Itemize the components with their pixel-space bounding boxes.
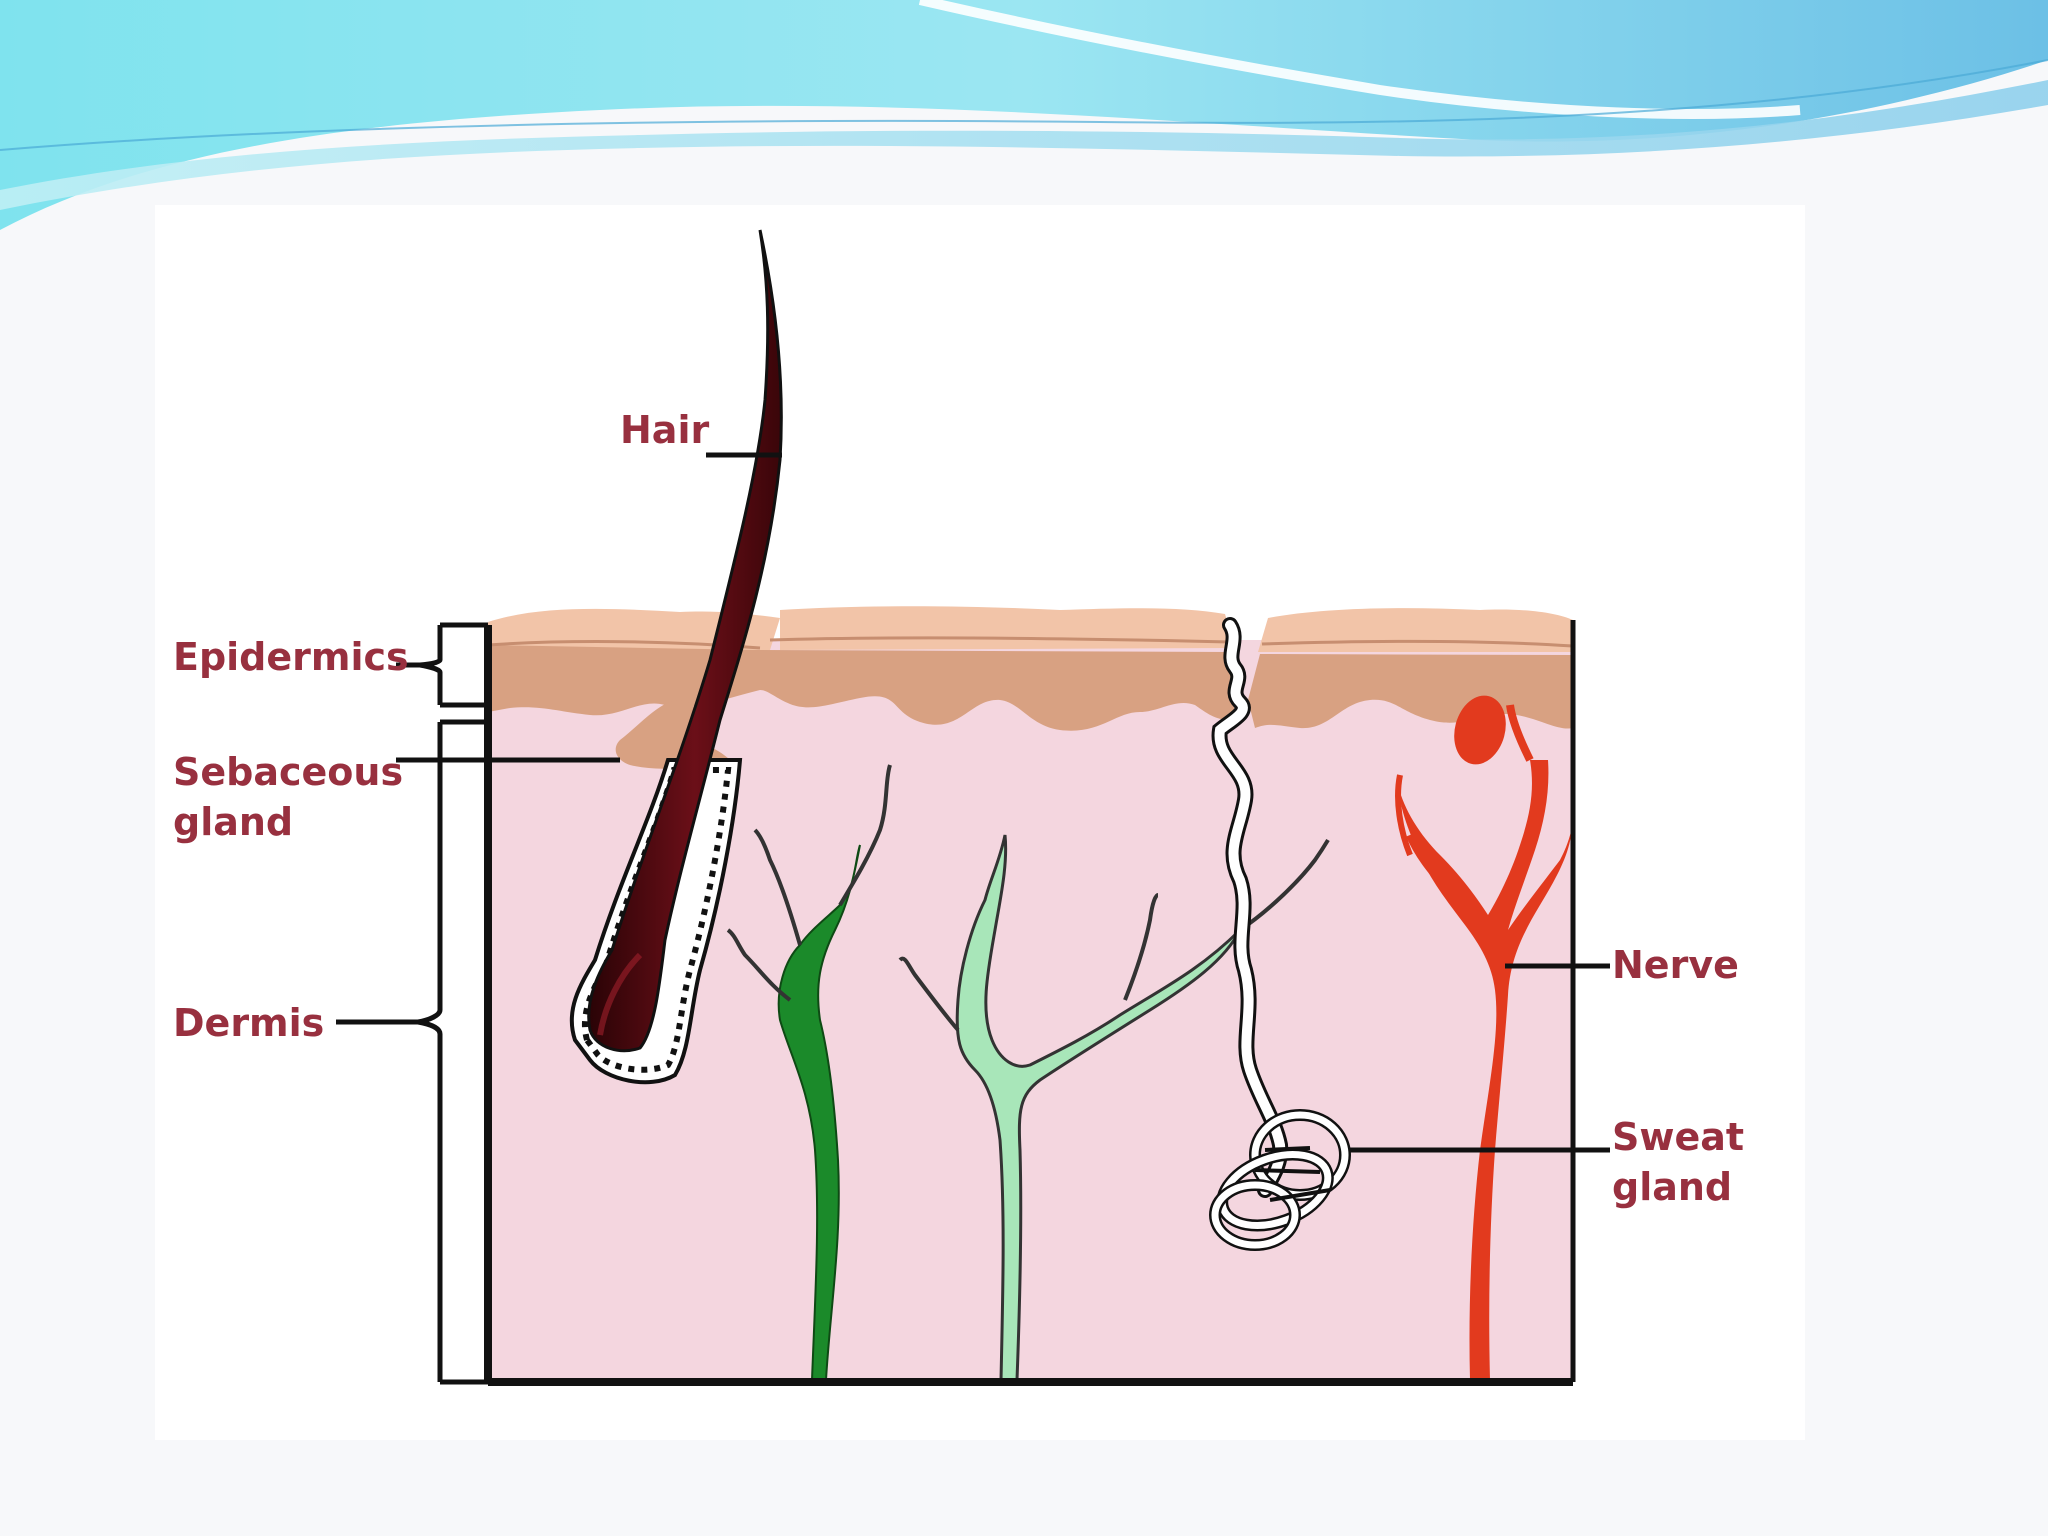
label-sebaceous-line2: gland xyxy=(173,800,293,844)
header-wave xyxy=(0,0,2048,230)
label-dermis: Dermis xyxy=(173,1001,324,1045)
epidermis-top-layer xyxy=(488,606,1573,652)
label-nerve: Nerve xyxy=(1612,943,1739,987)
label-sebaceous-line1: Sebaceous xyxy=(173,750,403,794)
hair-shaft xyxy=(587,229,783,1053)
leader-lines xyxy=(336,452,1610,1153)
label-sweat-line1: Sweat xyxy=(1612,1115,1744,1159)
epidermis-bottom-layer xyxy=(488,645,1573,731)
label-epidermics: Epidermics xyxy=(173,635,409,679)
blood-vessel-dark-green xyxy=(726,764,892,1381)
blood-vessel-light-green xyxy=(898,834,1330,1382)
diagram-frame xyxy=(417,620,1576,1386)
label-sweat-line2: gland xyxy=(1612,1165,1732,1209)
nerve-fiber xyxy=(1395,695,1572,1380)
label-hair: Hair xyxy=(620,408,709,452)
sweat-gland xyxy=(1209,617,1351,1251)
